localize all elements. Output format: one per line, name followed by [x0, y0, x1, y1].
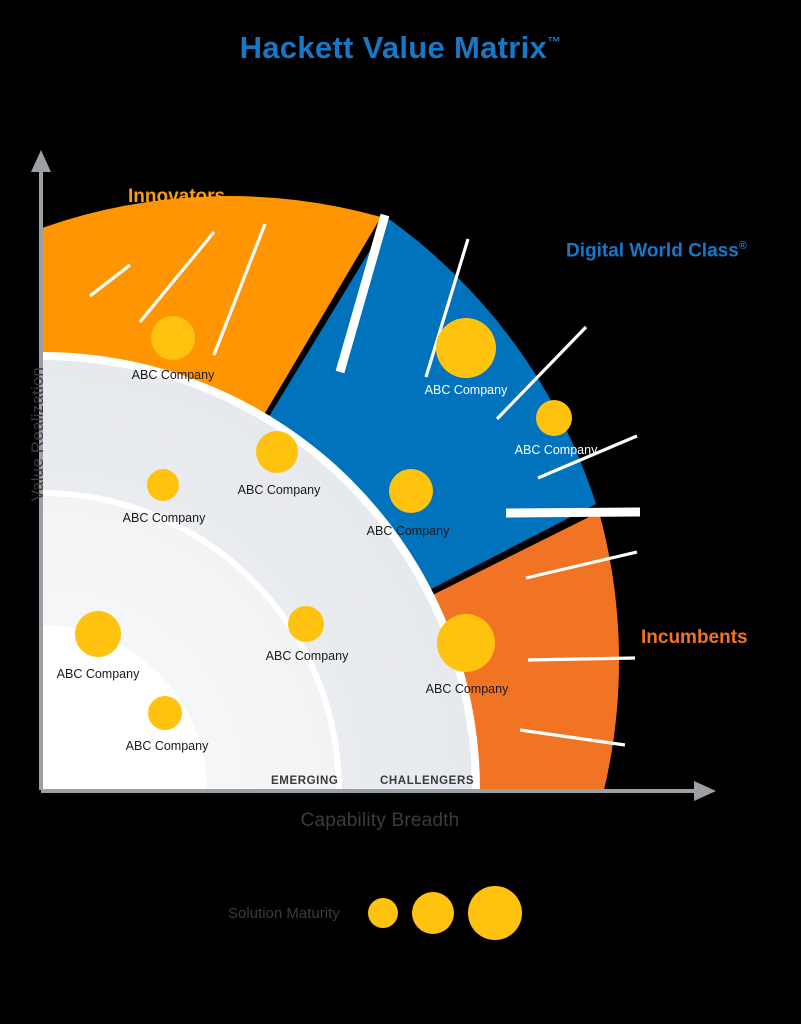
- bubble-marker[interactable]: [536, 400, 572, 436]
- bubble-label: ABC Company: [56, 667, 140, 681]
- bubble-marker[interactable]: [288, 606, 324, 642]
- bubble-marker[interactable]: [147, 469, 179, 501]
- bubble-marker[interactable]: [256, 431, 298, 473]
- bubble-label: ABC Company: [424, 383, 508, 397]
- trademark-symbol: ™: [547, 33, 562, 50]
- quadrant-label-incumbents: Incumbents: [641, 627, 748, 648]
- arrow-right-icon: [694, 781, 716, 801]
- bubble-label: ABC Company: [514, 443, 598, 457]
- bubble-label: ABC Company: [122, 511, 206, 525]
- bubble-marker[interactable]: [75, 611, 121, 657]
- arrow-up-icon: [31, 150, 51, 172]
- quadrant-label-digital-world-class: Digital World Class®: [566, 240, 747, 262]
- bubble-marker[interactable]: [148, 696, 182, 730]
- bubble-label: ABC Company: [131, 368, 215, 382]
- legend-dot-3: [467, 886, 522, 940]
- zone-inner: [42, 625, 207, 790]
- band-tick-challengers: CHALLENGERS: [380, 775, 475, 787]
- bubble-marker[interactable]: [151, 316, 195, 360]
- legend-dot-1: [367, 898, 398, 928]
- band-tick-emerging: EMERGING: [271, 775, 339, 787]
- band-gap-dividers: [335, 213, 641, 518]
- band-segment-dividers: [89, 223, 638, 747]
- page-title-text: Hackett Value Matrix: [239, 30, 548, 65]
- legend-dot-2: [411, 892, 454, 934]
- concentric-zones: [42, 196, 641, 790]
- bubble-label: ABC Company: [425, 682, 509, 696]
- bubble-label: ABC Company: [265, 649, 349, 663]
- bubble-marker[interactable]: [437, 614, 495, 672]
- quadrant-label-digital-world-class-text: Digital World Class: [566, 240, 739, 262]
- bubble-marker[interactable]: [436, 318, 496, 378]
- bubble-label: ABC Company: [237, 483, 321, 497]
- registered-symbol: ®: [738, 240, 747, 252]
- bubble-label: ABC Company: [125, 739, 209, 753]
- quadrant-label-innovators: Innovators: [128, 186, 226, 207]
- legend-dots: [367, 886, 522, 940]
- legend-label: Solution Maturity: [228, 904, 340, 922]
- legend-solution-maturity: Solution Maturity: [228, 886, 522, 940]
- bubble-label: ABC Company: [366, 524, 450, 538]
- page-title: Hackett Value Matrix™: [0, 30, 801, 66]
- x-axis-label: Capability Breadth: [300, 810, 460, 831]
- bubble-marker[interactable]: [389, 469, 433, 513]
- axis-lines: [31, 150, 716, 801]
